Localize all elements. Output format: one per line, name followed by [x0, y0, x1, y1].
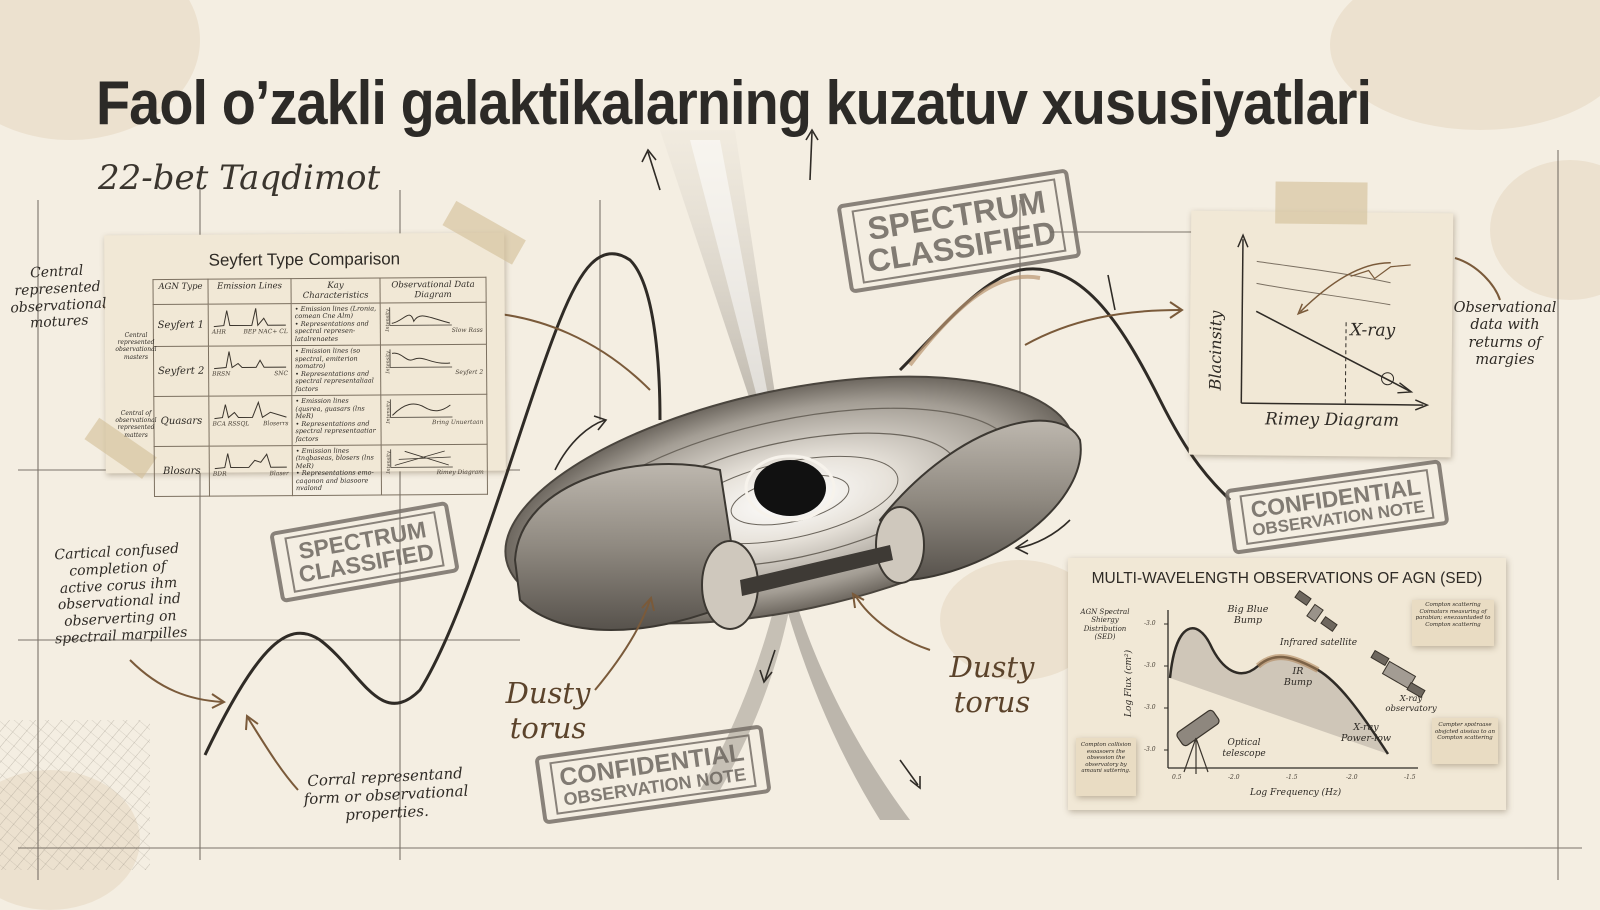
dusty-torus-label: Dusty torus: [949, 650, 1035, 719]
ir-bump-label: IR Bump: [1283, 666, 1313, 689]
note-observational: Observational data with returns of margi…: [1453, 300, 1557, 369]
x-tick: 0.5: [1172, 774, 1182, 781]
emission-lines-cell: BRSN SNC: [208, 345, 292, 397]
compton-note-top: Compton scattering Coimatars measuring o…: [1412, 600, 1494, 646]
infrared-satellite-label: Infrared satellite: [1280, 638, 1358, 648]
y-tick: -3.0: [1144, 662, 1156, 669]
table-header: Kay Characteristics: [290, 277, 381, 304]
mini-diagram: [390, 449, 453, 468]
axis-label: Intensity: [384, 309, 392, 332]
mini-diagram: [389, 307, 452, 326]
emission-lines-cell: BCA RSSQL Bloserrs: [208, 395, 293, 447]
sed-chart-title: MULTI-WAVELENGTH OBSERVATIONS OF AGN (SE…: [1091, 570, 1483, 587]
x-tick: -1.5: [1286, 774, 1298, 781]
rimey-y-label: Blacinsity: [1205, 310, 1226, 391]
axis-label: Intensity: [385, 451, 393, 474]
characteristics-cell: • Emission lines (tnqbaseas, blosers (ln…: [292, 444, 382, 496]
emission-spectrum: [213, 308, 286, 328]
rimey-diagram-card: Blacinsity Rimey Diagram X-ray: [1188, 181, 1454, 458]
x-tick: -1.5: [1404, 774, 1416, 781]
compton-note-text: Compton scattering Coimatars measuring o…: [1415, 602, 1491, 628]
note-central: Central represented observational moture…: [9, 262, 107, 332]
satellite-icon: [1294, 590, 1338, 632]
table-header-row: AGN Type Emission Lines Kay Characterist…: [152, 277, 487, 305]
mini-diagram: [389, 349, 453, 369]
x-tick: -2.0: [1228, 774, 1240, 781]
telescope-icon: [1176, 709, 1220, 774]
table-row: Seyfert 2 BRSN SNC • Emission lines (so s…: [153, 344, 487, 397]
big-blue-bump-label: Big Blue Bump: [1227, 604, 1269, 627]
seyfert-comparison-card: Seyfert Type Comparison AGN Type Emissio…: [84, 200, 526, 497]
characteristics-cell: • Emission lines (qusrea, guasars (lns M…: [291, 395, 382, 446]
line-label: Blaser: [269, 470, 289, 478]
diagram-label: Bring Unuertaan: [432, 418, 484, 427]
seyfert-table-title: Seyfert Type Comparison: [208, 249, 401, 270]
diagram-cell: Intensity Bring Unuertaan: [380, 394, 488, 445]
y-tick: -3.0: [1144, 704, 1156, 711]
xray-powerlaw-label: X-ray Power-low: [1340, 722, 1392, 745]
compton-note-text: Compton collision esoasoers the obsessio…: [1080, 742, 1132, 775]
compton-note-text: Campter spotraase obsjcted aissiaa to an…: [1434, 722, 1495, 742]
y-tick: -3.0: [1144, 746, 1156, 753]
side-note-small: Central represented observational master…: [115, 332, 157, 361]
note-cortical: Cartical confused completion of active c…: [53, 540, 188, 648]
emission-spectrum: [214, 351, 287, 370]
page-title: Faol o’zakli galaktikalarning kuzatuv xu…: [96, 69, 1372, 138]
line-label: Bloserrs: [263, 420, 289, 428]
table-row: Quasars BCA RSSQL Bloserrs • Emission lin…: [153, 394, 488, 447]
sed-y-label: Log Flux (cm²): [1124, 649, 1135, 717]
emission-spectrum: [214, 453, 287, 470]
table-header: AGN Type: [152, 279, 209, 305]
optical-telescope-label: Optical telescope: [1222, 738, 1266, 759]
sed-chart-card: MULTI-WAVELENGTH OBSERVATIONS OF AGN (SE…: [1068, 558, 1506, 810]
line-label: BCA RSSQL: [212, 420, 250, 428]
emission-spectrum: [214, 400, 287, 420]
line-label: BRSN: [212, 370, 231, 378]
line-label: BEP NAC+ CL: [243, 328, 288, 336]
characteristics-cell: • Emission lines (Lronia, comean Cne Alm…: [291, 302, 381, 346]
line-label: SNC: [274, 370, 289, 378]
side-note-small: Central of observational represented mat…: [115, 410, 157, 439]
y-tick: -3.0: [1144, 620, 1156, 627]
compton-note-left: Compton collision esoasoers the obsessio…: [1076, 738, 1136, 796]
compton-note-right: Campter spotraase obsjcted aissiaa to an…: [1432, 718, 1498, 764]
diagram-cell: Intensity Slow Rass: [380, 302, 487, 346]
table-row: Blosars BDR Blaser • Emission lines (tnqb…: [154, 444, 488, 497]
dusty-torus-label: Dusty torus: [505, 676, 591, 745]
diagram-cell: Intensity Seyfert 2: [380, 344, 487, 396]
xray-observatory-label: X-ray observatory: [1385, 694, 1437, 715]
emission-lines-cell: BDR Blaser: [209, 445, 293, 496]
sed-chart: [1164, 590, 1426, 774]
table-header: Observational Data Diagram: [379, 277, 487, 303]
xray-label: X-ray: [1349, 320, 1396, 341]
table-header: Emission Lines: [207, 278, 292, 305]
seyfert-table: AGN Type Emission Lines Kay Characterist…: [152, 277, 488, 497]
emission-lines-cell: AHR BEP NAC+ CL: [208, 303, 292, 347]
rimey-chart: [1237, 233, 1430, 411]
agn-sed-label: AGN Spectral Shiergy Distribution (SED): [1080, 608, 1130, 642]
sed-x-label: Log Frequency (Hz): [1250, 788, 1342, 798]
page-subtitle: 22-bet Taqdimot: [98, 158, 381, 198]
axis-label: Intensity: [385, 401, 392, 424]
characteristics-cell: • Emission lines (so spectral, emiterion…: [291, 345, 381, 396]
line-label: BDR: [212, 470, 227, 478]
diagram-cell: Intensity Rimey Diagram: [381, 444, 488, 495]
agn-type-cell: Quasars: [153, 396, 210, 447]
agn-type-cell: Blosars: [154, 446, 210, 497]
line-label: AHR: [211, 328, 226, 336]
note-corral: Corral representand form or observationa…: [303, 763, 469, 825]
diagram-label: Slow Rass: [451, 326, 483, 334]
observatory-icon: [1370, 649, 1426, 699]
x-tick: -2.0: [1346, 774, 1358, 781]
axis-label: Intensity: [385, 351, 392, 374]
mini-diagram: [389, 399, 453, 418]
diagram-label: Rimey Diagram: [436, 468, 484, 477]
diagram-label: Seyfert 2: [455, 369, 484, 377]
rimey-x-label: Rimey Diagram: [1264, 409, 1400, 431]
